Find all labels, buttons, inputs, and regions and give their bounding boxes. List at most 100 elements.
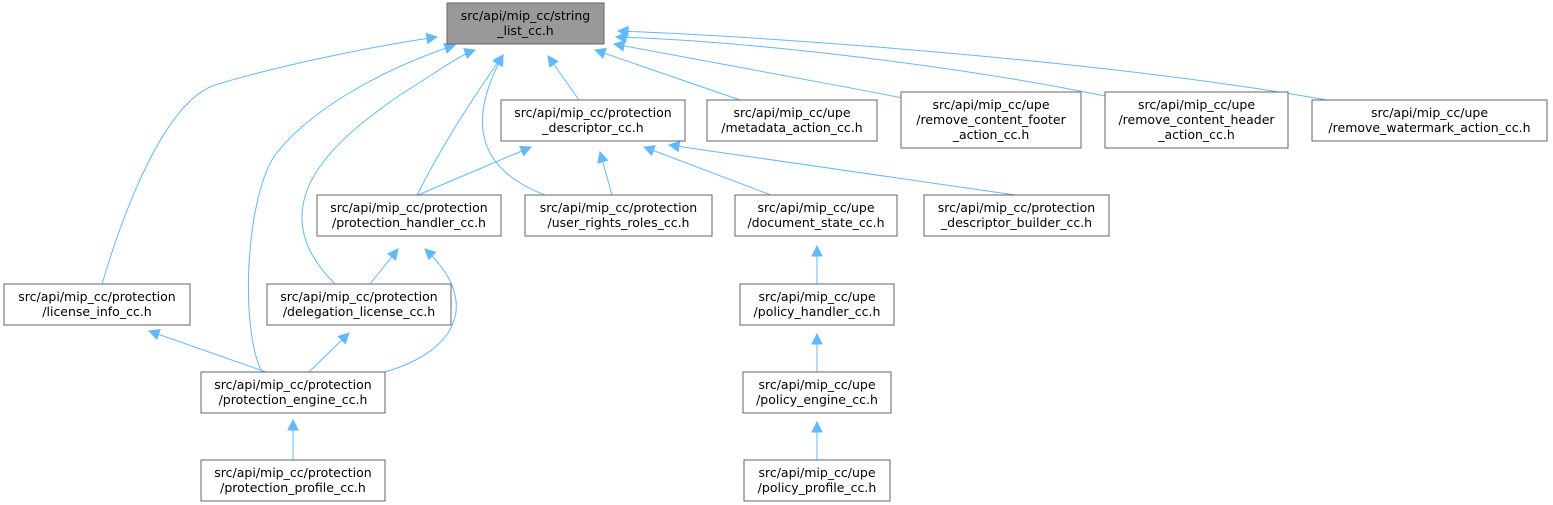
node-policy-engine[interactable]: src/api/mip_cc/upe/policy_engine_cc.h [742, 371, 892, 414]
node-label-line: _descriptor_builder_cc.h [940, 215, 1092, 230]
node-label-line: /document_state_cc.h [747, 215, 884, 230]
node-box [524, 194, 713, 237]
node-box [1104, 91, 1289, 149]
node-label-line: src/api/mip_cc/protection [540, 200, 697, 215]
node-policy-profile[interactable]: src/api/mip_cc/upe/policy_profile_cc.h [743, 459, 891, 502]
node-label-line: src/api/mip_cc/protection [938, 200, 1095, 215]
node-string-list: src/api/mip_cc/string_list_cc.h [446, 2, 605, 45]
arrowhead [667, 140, 681, 153]
node-document-state[interactable]: src/api/mip_cc/upe/document_state_cc.h [734, 194, 898, 237]
node-label-line: /remove_watermark_action_cc.h [1328, 120, 1530, 135]
node-label-line: _action_cc.h [1157, 127, 1235, 142]
edge-policy_engine-to-policy_handler [811, 332, 823, 372]
node-protection-profile[interactable]: src/api/mip_cc/protection/protection_pro… [200, 459, 386, 502]
edge-delegation_license-to-string_list [301, 48, 477, 285]
node-label-line: src/api/mip_cc/string [461, 8, 590, 23]
edge-user_rights_roles-to-protection_descriptor [597, 150, 613, 196]
node-box [734, 194, 898, 237]
node-box [706, 99, 878, 142]
edge-remove_content_footer-to-string_list [612, 40, 909, 100]
edge-protection_engine-to-license_info [147, 328, 267, 373]
arrowhead [811, 420, 823, 433]
node-label-line: /user_rights_roles_cc.h [548, 215, 690, 230]
edge-license_info-to-string_list [101, 32, 439, 285]
edge-line [301, 49, 476, 285]
arrowhead [337, 332, 350, 345]
edge-protection_engine-to-protection_handler [384, 248, 457, 373]
node-label-line: src/api/mip_cc/upe [932, 97, 1049, 112]
node-label-line: /license_info_cc.h [42, 304, 151, 319]
node-label-line: _action_cc.h [952, 127, 1030, 142]
edge-protection_descriptor-to-string_list [547, 55, 580, 101]
node-remove-watermark[interactable]: src/api/mip_cc/upe/remove_watermark_acti… [1311, 99, 1548, 142]
node-box [500, 99, 686, 142]
nodes-layer: src/api/mip_cc/string_list_cc.hsrc/api/m… [3, 2, 1548, 502]
node-box [923, 194, 1110, 237]
node-policy-handler[interactable]: src/api/mip_cc/upe/policy_handler_cc.h [739, 283, 895, 326]
node-label-line: /protection_profile_cc.h [220, 480, 366, 495]
arrowhead [811, 244, 823, 257]
node-label-line: _list_cc.h [496, 23, 554, 38]
edge-metadata_action-to-string_list [593, 47, 741, 101]
arrowhead [443, 42, 457, 54]
node-label-line: src/api/mip_cc/protection [214, 465, 371, 480]
node-box [200, 459, 386, 502]
node-box [3, 283, 191, 326]
arrowhead [492, 54, 504, 67]
edge-protection_engine-to-string_list [247, 42, 457, 373]
arrowhead [612, 40, 626, 52]
node-label-line: src/api/mip_cc/upe [758, 377, 875, 392]
node-box [742, 371, 892, 414]
edge-line [416, 54, 504, 196]
node-box [266, 283, 452, 326]
edge-line [101, 36, 438, 285]
node-protection-handler[interactable]: src/api/mip_cc/protection/protection_han… [316, 194, 502, 237]
edge-line [617, 30, 1328, 101]
node-label-line: src/api/mip_cc/upe [1138, 97, 1255, 112]
node-label-line: src/api/mip_cc/upe [757, 200, 874, 215]
edge-line [384, 248, 457, 373]
node-delegation-license[interactable]: src/api/mip_cc/protection/delegation_lic… [266, 283, 452, 326]
arrowhead [424, 248, 437, 261]
arrowhead [593, 47, 607, 59]
node-protection-descriptor[interactable]: src/api/mip_cc/protection_descriptor_cc.… [500, 99, 686, 142]
arrowhead [425, 32, 439, 45]
node-descriptor-builder[interactable]: src/api/mip_cc/protection_descriptor_bui… [923, 194, 1110, 237]
edges-layer [101, 25, 1328, 460]
node-box [739, 283, 895, 326]
arrowhead [547, 55, 559, 68]
arrowhead [597, 150, 609, 164]
edge-line [482, 54, 546, 196]
edge-descriptor_builder-to-protection_descriptor [667, 140, 1016, 196]
edge-remove_content_header-to-string_list [614, 31, 1111, 98]
node-box [900, 91, 1082, 149]
node-label-line: /metadata_action_cc.h [721, 120, 862, 135]
arrowhead [147, 328, 161, 340]
node-label-line: src/api/mip_cc/protection [280, 289, 437, 304]
node-label-line: src/api/mip_cc/upe [758, 289, 875, 304]
arrowhead [519, 145, 533, 157]
edge-policy_handler-to-document_state [811, 244, 823, 284]
node-label-line: /remove_content_footer [916, 112, 1066, 127]
node-label-line: /policy_engine_cc.h [756, 392, 878, 407]
node-box [743, 459, 891, 502]
node-metadata-action[interactable]: src/api/mip_cc/upe/metadata_action_cc.h [706, 99, 878, 142]
edge-protection_handler-to-protection_descriptor [417, 145, 533, 196]
node-remove-content-header[interactable]: src/api/mip_cc/upe/remove_content_header… [1104, 91, 1289, 149]
arrowhead [287, 418, 299, 431]
node-license-info[interactable]: src/api/mip_cc/protection/license_info_c… [3, 283, 191, 326]
edge-protection_profile-to-protection_engine [287, 418, 299, 460]
node-protection-engine[interactable]: src/api/mip_cc/protection/protection_eng… [200, 371, 386, 414]
arrowhead [463, 48, 477, 59]
node-label-line: /delegation_license_cc.h [283, 304, 435, 319]
edge-line [417, 146, 532, 196]
node-user-rights-roles[interactable]: src/api/mip_cc/protection/user_rights_ro… [524, 194, 713, 237]
edge-line [148, 330, 267, 373]
node-label-line: src/api/mip_cc/protection [330, 200, 487, 215]
arrowhead [616, 25, 629, 38]
node-remove-content-footer[interactable]: src/api/mip_cc/upe/remove_content_footer… [900, 91, 1082, 149]
node-label-line: /remove_content_header [1118, 112, 1275, 127]
node-label-line: src/api/mip_cc/protection [514, 105, 671, 120]
edge-policy_profile-to-policy_engine [811, 420, 823, 460]
